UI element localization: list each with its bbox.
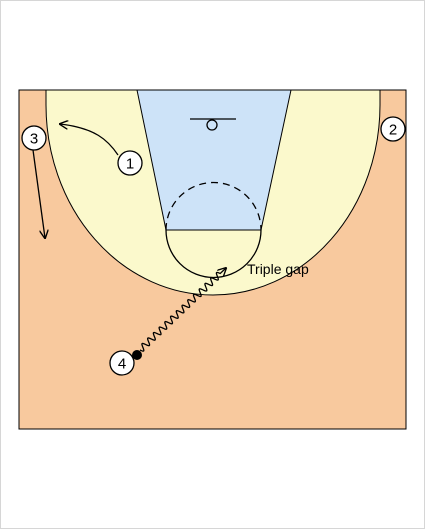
player-2-label: 2: [389, 122, 397, 139]
player-3-label: 3: [30, 131, 38, 148]
free-throw-circle-lower: [165, 229, 262, 279]
rim: [206, 119, 218, 131]
cut-arrow-player-1: [60, 124, 119, 156]
player-2: 2: [380, 116, 406, 142]
player-3: 3: [21, 125, 47, 151]
player-4-label: 4: [118, 356, 126, 373]
triple-gap-label: Triple gap: [247, 261, 309, 277]
player-1-label: 1: [126, 156, 134, 173]
player-4: 4: [109, 350, 135, 376]
ball: [132, 350, 142, 360]
cut-arrow-player-3: [32, 149, 45, 238]
free-throw-circle-upper: [165, 181, 262, 231]
player-1: 1: [117, 150, 143, 176]
dribble-path-player-4: [139, 268, 226, 352]
